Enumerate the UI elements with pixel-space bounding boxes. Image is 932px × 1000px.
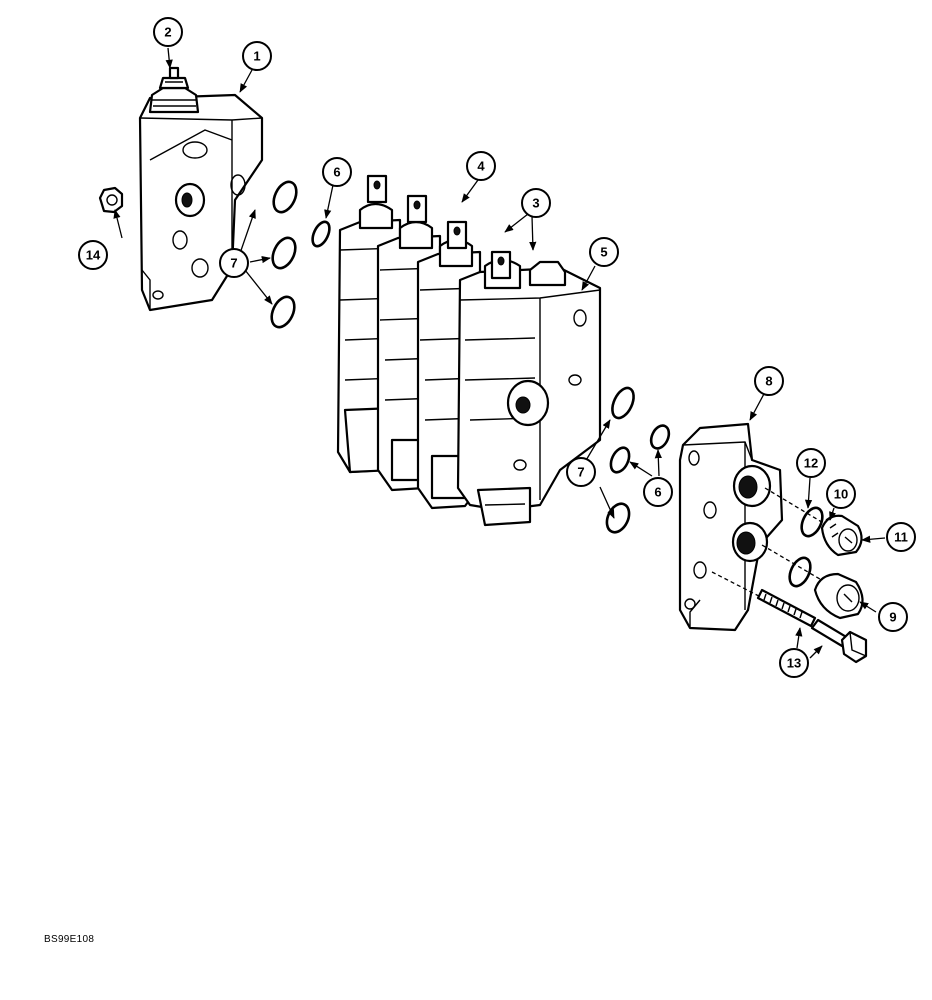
svg-text:5: 5 (600, 245, 607, 260)
svg-text:1: 1 (253, 49, 260, 64)
callout-4: 4 (466, 151, 496, 181)
o-rings-left (270, 180, 331, 329)
callout-11: 11 (886, 522, 916, 552)
leader-lines (113, 47, 886, 659)
o-rings-right (605, 386, 671, 534)
valve-section-stack (336, 174, 602, 527)
spool-ends (358, 174, 567, 290)
o-rings-12 (788, 506, 824, 588)
svg-text:2: 2 (164, 25, 171, 40)
inlet-cover (138, 93, 264, 312)
svg-text:6: 6 (654, 485, 661, 500)
callout-13: 13 (779, 648, 809, 678)
svg-text:3: 3 (532, 196, 539, 211)
hex-nut (98, 186, 124, 214)
callout-3: 3 (521, 188, 551, 218)
svg-text:4: 4 (477, 159, 485, 174)
callout-14: 14 (78, 240, 108, 270)
outlet-cover (678, 422, 784, 632)
callout-10: 10 (826, 479, 856, 509)
svg-text:10: 10 (834, 487, 848, 502)
svg-text:14: 14 (86, 248, 101, 263)
callout-6-left: 6 (322, 157, 352, 187)
callout-8: 8 (754, 366, 784, 396)
svg-text:12: 12 (804, 456, 818, 471)
callout-5: 5 (589, 237, 619, 267)
plug-small (820, 514, 863, 557)
svg-text:8: 8 (765, 374, 772, 389)
callout-6-right: 6 (643, 477, 673, 507)
callout-12: 12 (796, 448, 826, 478)
svg-text:7: 7 (230, 256, 237, 271)
callout-7-left: 7 (219, 248, 249, 278)
svg-text:13: 13 (787, 656, 801, 671)
drawing-code: BS99E108 (44, 934, 95, 945)
svg-text:6: 6 (333, 165, 340, 180)
callout-7-right: 7 (566, 457, 596, 487)
callout-1: 1 (242, 41, 272, 71)
callout-9: 9 (878, 602, 908, 632)
svg-text:11: 11 (894, 530, 908, 545)
callout-2: 2 (153, 17, 183, 47)
stud-and-bolt (756, 588, 868, 664)
svg-text:7: 7 (577, 465, 584, 480)
plug-large (813, 572, 864, 620)
svg-text:9: 9 (889, 610, 896, 625)
relief-valve (148, 66, 200, 114)
